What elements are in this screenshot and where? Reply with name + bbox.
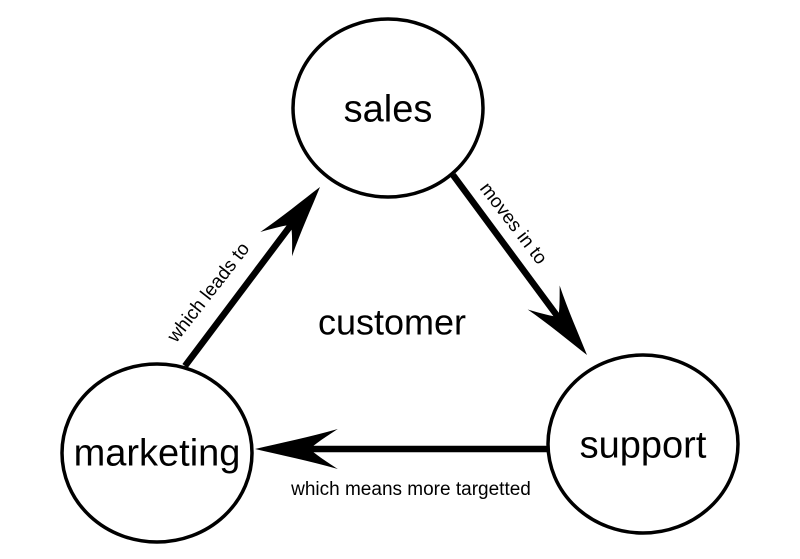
center-label-customer: customer — [318, 302, 466, 343]
edge-marketing-to-sales-line — [182, 223, 294, 368]
node-support-label: support — [580, 424, 707, 466]
edge-label-which-means-more-targetted: which means more targetted — [290, 479, 531, 500]
node-sales-label: sales — [344, 88, 433, 130]
node-marketing-circle — [60, 362, 254, 544]
node-support-circle — [546, 353, 740, 535]
edge-sales-to-support-line — [450, 173, 561, 319]
edge-marketing-to-sales: which leads to — [163, 187, 320, 368]
node-marketing: marketing — [60, 362, 254, 544]
arrowhead-icon — [527, 285, 587, 355]
edge-sales-to-support: moves in to — [450, 173, 587, 355]
edge-support-to-marketing: which means more targetted — [255, 429, 548, 500]
node-sales: sales — [291, 17, 485, 199]
node-support: support — [546, 353, 740, 535]
node-sales-circle — [291, 17, 485, 199]
arrowhead-icon — [255, 429, 338, 469]
arrowhead-icon — [260, 187, 320, 257]
node-marketing-label: marketing — [74, 432, 241, 474]
